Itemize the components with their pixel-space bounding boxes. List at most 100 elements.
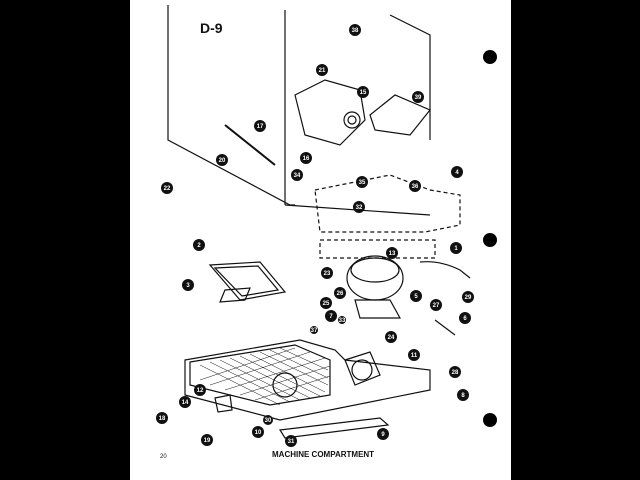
callout-1: 1 — [450, 242, 462, 254]
callout-18: 18 — [156, 412, 168, 424]
svg-text:7: 7 — [329, 314, 333, 320]
svg-text:15: 15 — [360, 90, 367, 96]
callout-27: 27 — [430, 299, 442, 311]
svg-text:5: 5 — [414, 294, 418, 300]
svg-text:37: 37 — [311, 328, 318, 334]
svg-text:32: 32 — [356, 205, 363, 211]
page-label: D-9 — [200, 20, 223, 36]
callout-35: 35 — [356, 176, 368, 188]
svg-text:29: 29 — [465, 295, 472, 301]
callout-39: 39 — [412, 91, 424, 103]
power-cord — [419, 261, 471, 279]
svg-text:33: 33 — [339, 318, 346, 324]
svg-text:18: 18 — [159, 416, 166, 422]
exploded-view-diagram: D-9 20 MACHINE COMPARTMENT 38 21 15 39 1… — [156, 5, 474, 460]
fan-motor — [343, 111, 361, 129]
pan-bracket — [219, 287, 251, 303]
svg-text:11: 11 — [411, 353, 418, 359]
cabinet-left-edge — [167, 5, 295, 206]
svg-text:17: 17 — [257, 124, 264, 130]
callout-17: 17 — [254, 120, 266, 132]
callout-24: 24 — [385, 331, 397, 343]
svg-text:25: 25 — [323, 301, 330, 307]
svg-text:26: 26 — [337, 291, 344, 297]
svg-text:4: 4 — [455, 170, 459, 176]
callout-32: 32 — [353, 201, 365, 213]
callout-14: 14 — [179, 396, 191, 408]
rear-panel — [314, 174, 461, 233]
drain-bracket — [369, 94, 431, 136]
svg-text:9: 9 — [381, 432, 385, 438]
svg-text:30: 30 — [265, 418, 272, 424]
binder-hole-top — [483, 50, 497, 64]
callout-3: 3 — [182, 279, 194, 291]
svg-text:12: 12 — [197, 388, 204, 394]
callout-23: 23 — [321, 267, 333, 279]
svg-text:27: 27 — [433, 303, 440, 309]
svg-text:2: 2 — [197, 243, 201, 249]
svg-text:35: 35 — [359, 180, 366, 186]
svg-text:14: 14 — [182, 400, 189, 406]
svg-text:20: 20 — [219, 158, 226, 164]
svg-text:16: 16 — [303, 156, 310, 162]
base-pan — [184, 339, 431, 421]
callout-6: 6 — [459, 312, 471, 324]
callout-13: 13 — [386, 247, 398, 259]
fan-motor-lower — [214, 394, 233, 413]
callout-37: 37 — [310, 326, 318, 334]
callout-16: 16 — [300, 152, 312, 164]
svg-text:24: 24 — [388, 335, 395, 341]
callout-25: 25 — [320, 297, 332, 309]
parts-diagram-sheet: D-9 20 MACHINE COMPARTMENT 38 21 15 39 1… — [130, 0, 511, 480]
callout-33: 33 — [338, 316, 346, 324]
svg-text:23: 23 — [324, 271, 331, 277]
svg-text:3: 3 — [186, 283, 190, 289]
front-rail — [278, 417, 390, 439]
callout-28: 28 — [449, 366, 461, 378]
binder-hole-bottom — [483, 413, 497, 427]
svg-text:21: 21 — [319, 68, 326, 74]
svg-text:38: 38 — [352, 28, 359, 34]
callout-11: 11 — [408, 349, 420, 361]
svg-text:8: 8 — [461, 393, 465, 399]
svg-text:19: 19 — [204, 438, 211, 444]
tie-bar — [224, 124, 276, 166]
callout-31: 31 — [285, 435, 297, 447]
svg-text:1: 1 — [454, 246, 458, 252]
condenser-bracket — [294, 79, 366, 146]
callout-15: 15 — [357, 86, 369, 98]
page-number: 20 — [160, 454, 167, 460]
callout-4: 4 — [451, 166, 463, 178]
svg-text:28: 28 — [452, 370, 459, 376]
callout-22: 22 — [161, 182, 173, 194]
svg-text:31: 31 — [288, 439, 295, 445]
svg-text:22: 22 — [164, 186, 171, 192]
condenser-coil — [189, 344, 331, 406]
drain-pan — [208, 261, 287, 301]
callout-34: 34 — [291, 169, 303, 181]
callout-2: 2 — [193, 239, 205, 251]
diagram-caption: MACHINE COMPARTMENT — [272, 450, 374, 459]
callout-30: 30 — [263, 415, 273, 425]
callout-21: 21 — [316, 64, 328, 76]
callout-7: 7 — [325, 310, 337, 322]
condenser-fan-blade — [272, 372, 298, 398]
callout-8: 8 — [457, 389, 469, 401]
binder-hole-middle — [483, 233, 497, 247]
svg-text:10: 10 — [255, 430, 262, 436]
callout-20: 20 — [216, 154, 228, 166]
callout-19: 19 — [201, 434, 213, 446]
callout-12: 12 — [194, 384, 206, 396]
svg-text:6: 6 — [463, 316, 467, 322]
svg-text:36: 36 — [412, 184, 419, 190]
callout-10: 10 — [252, 426, 264, 438]
callout-26: 26 — [334, 287, 346, 299]
callout-36: 36 — [409, 180, 421, 192]
svg-text:34: 34 — [294, 173, 301, 179]
svg-text:13: 13 — [389, 251, 396, 257]
svg-text:39: 39 — [415, 95, 422, 101]
callout-38: 38 — [349, 24, 361, 36]
fan-shroud — [344, 351, 381, 386]
callout-5: 5 — [410, 290, 422, 302]
callout-9: 9 — [377, 428, 389, 440]
